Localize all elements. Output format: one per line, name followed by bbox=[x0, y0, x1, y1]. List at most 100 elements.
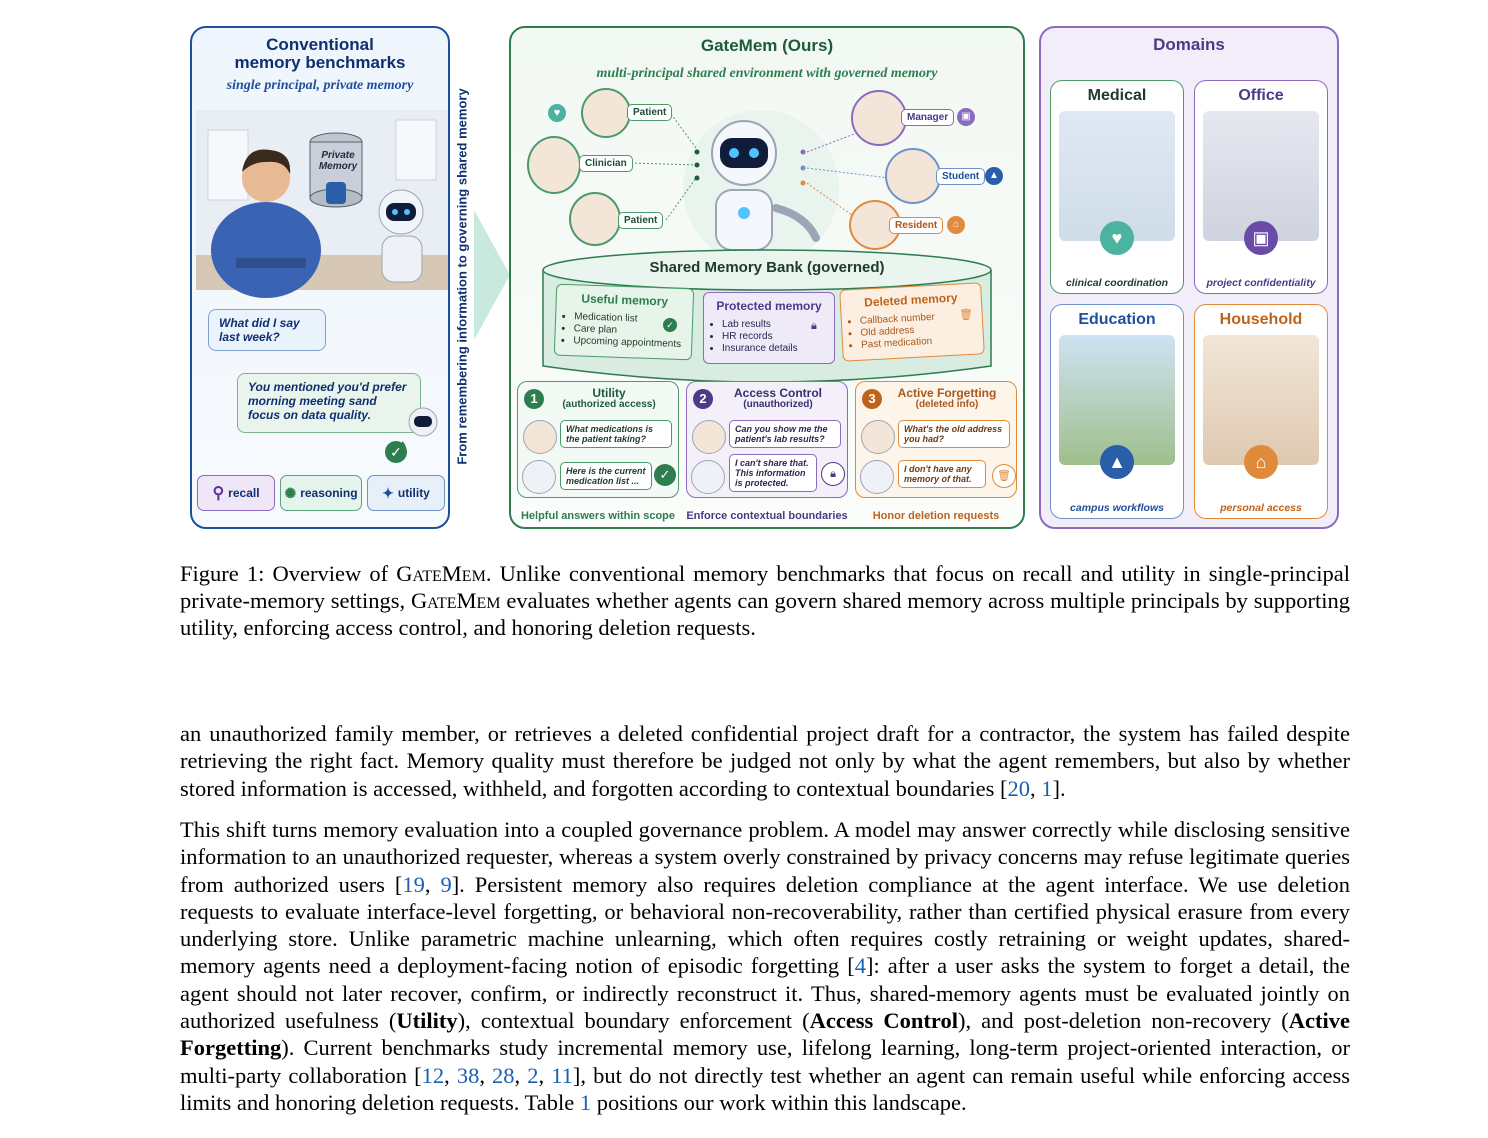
step-number: 1 bbox=[524, 389, 544, 409]
para-text: ), contextual boundary enforcement ( bbox=[457, 1008, 810, 1034]
left-title-line2: memory benchmarks bbox=[234, 53, 406, 72]
useful-memory-title: Useful memory bbox=[581, 291, 669, 309]
citation-link[interactable]: 1 bbox=[1041, 775, 1053, 801]
robot-small-icon bbox=[402, 407, 438, 457]
magnifier-icon: ⚲ bbox=[212, 485, 225, 502]
house-icon: ⌂ bbox=[947, 216, 965, 234]
citation-link[interactable]: 2 bbox=[527, 1062, 539, 1088]
domain-label: project confidentiality bbox=[1206, 277, 1316, 289]
clinician-small-avatar bbox=[523, 420, 557, 454]
citation-link[interactable]: 28 bbox=[492, 1062, 515, 1088]
medical-scene-image bbox=[1059, 111, 1175, 241]
bold-term: Access Control bbox=[809, 1008, 958, 1034]
body-paragraph-1: an unauthorized family member, or retrie… bbox=[180, 721, 1350, 801]
person-robot-illustration bbox=[196, 110, 448, 298]
para-text: ). Current benchmarks study incremental … bbox=[180, 1035, 1350, 1088]
active-forgetting-step-card: 3 Active Forgetting (deleted info) What'… bbox=[855, 381, 1017, 498]
db-label-2: Memory bbox=[318, 161, 358, 172]
memory-bank-title: Shared Memory Bank (governed) bbox=[649, 259, 885, 276]
step-question: What medications is the patient taking? bbox=[560, 420, 672, 448]
private-memory-label: Private Memory bbox=[310, 150, 366, 172]
domain-card-office: Office ▣ project confidentiality bbox=[1194, 80, 1328, 294]
patient-top-avatar bbox=[581, 88, 631, 138]
gatemem-title: GateMem (Ours) bbox=[700, 36, 834, 55]
patient-bottom-tag: Patient bbox=[618, 212, 664, 229]
briefcase-icon: ▣ bbox=[1244, 221, 1278, 255]
campus-scene-image bbox=[1059, 335, 1175, 465]
caption-middle: . Unlike conventional memory benchmarks … bbox=[180, 561, 1350, 613]
resident-small-avatar bbox=[861, 420, 895, 454]
utility-step-card: 1 Utility (authorized access) What medic… bbox=[517, 381, 679, 498]
figure-caption: Figure 1: Overview of GateMem. Unlike co… bbox=[180, 560, 1350, 641]
utility-chip: ✦ utility bbox=[367, 475, 445, 511]
step-subtitle: (authorized access) bbox=[562, 399, 656, 410]
step-title: Active Forgetting bbox=[897, 386, 997, 400]
transition-vertical-text: From remembering information to governin… bbox=[452, 64, 472, 494]
protected-item: HR records bbox=[722, 331, 826, 343]
caption-system-name: GateMem bbox=[396, 561, 486, 586]
manager-small-avatar bbox=[692, 420, 726, 454]
para-text: ]. Persistent memory also requires delet… bbox=[180, 871, 1350, 979]
para-text: positions our work within this landscape… bbox=[591, 1089, 967, 1115]
domain-label: clinical coordination bbox=[1065, 277, 1169, 289]
manager-tag: Manager bbox=[901, 109, 955, 126]
citation-link[interactable]: 38 bbox=[456, 1062, 480, 1088]
useful-item: Upcoming appointments bbox=[573, 335, 683, 351]
table-reference-link[interactable]: 1 bbox=[579, 1089, 592, 1115]
step-title: Utility bbox=[592, 386, 626, 400]
check-icon: ✓ bbox=[654, 464, 676, 486]
robot-answer-bubble: You mentioned you'd prefer morning meeti… bbox=[237, 373, 421, 433]
office-scene-image bbox=[1203, 111, 1319, 241]
para-text: ), and post-deletion non-recovery ( bbox=[957, 1008, 1289, 1034]
domain-name: Household bbox=[1219, 311, 1303, 328]
citation-link[interactable]: 12 bbox=[421, 1062, 445, 1088]
principal-connectors bbox=[630, 113, 897, 221]
domain-name: Education bbox=[1078, 311, 1156, 328]
domain-card-household: Household ⌂ personal access bbox=[1194, 304, 1328, 519]
check-icon: ✓ bbox=[663, 318, 677, 332]
graduation-cap-icon: ▲ bbox=[985, 167, 1003, 185]
protected-memory-card: Protected memory Lab results HR records … bbox=[703, 292, 835, 364]
utility-label: utility bbox=[397, 486, 430, 500]
graduation-cap-icon: ▲ bbox=[1100, 445, 1134, 479]
brain-icon: ✺ bbox=[284, 484, 297, 501]
caption-prefix: Figure 1: Overview of bbox=[180, 561, 397, 586]
step-heading: Utility (authorized access) bbox=[544, 387, 674, 411]
heart-pulse-icon: ♥ bbox=[1100, 221, 1134, 255]
resident-tag: Resident bbox=[889, 217, 944, 234]
step-answer: I don't have any memory of that. bbox=[898, 460, 986, 488]
patient-top-tag: Patient bbox=[627, 104, 673, 121]
bold-term: Active Forgetting bbox=[180, 1008, 1350, 1061]
left-title-line1: Conventional bbox=[266, 35, 374, 54]
domain-name: Office bbox=[1238, 87, 1284, 104]
citation-link[interactable]: 9 bbox=[440, 871, 452, 897]
db-label-1: Private bbox=[321, 150, 355, 161]
step-question: What's the old address you had? bbox=[898, 420, 1010, 448]
robot-small-avatar bbox=[522, 460, 556, 494]
para-text: ]. bbox=[1052, 775, 1066, 801]
patient-bottom-avatar bbox=[569, 192, 621, 246]
caption-system-name: GateMem bbox=[410, 588, 501, 613]
lock-icon: 🔒︎ bbox=[821, 462, 845, 486]
step-answer: I can't share that. This information is … bbox=[729, 454, 817, 492]
domain-label: personal access bbox=[1220, 502, 1302, 514]
citation-link[interactable]: 11 bbox=[551, 1062, 573, 1088]
active-forgetting-footer: Honor deletion requests bbox=[872, 510, 1000, 522]
para-text: ]: after a user asks the system to forge… bbox=[180, 953, 1350, 1034]
reasoning-chip: ✺ reasoning bbox=[280, 475, 362, 511]
citation-link[interactable]: 4 bbox=[854, 953, 866, 979]
check-icon: ✓ bbox=[385, 441, 407, 463]
protected-item: Insurance details bbox=[722, 343, 826, 355]
robot-small-avatar bbox=[860, 460, 894, 494]
para-text: ], but do not directly test whether an a… bbox=[180, 1062, 1350, 1115]
citation-link[interactable]: 20 bbox=[1007, 775, 1030, 801]
step-subtitle: (deleted info) bbox=[915, 399, 979, 410]
domains-title: Domains bbox=[1153, 35, 1225, 54]
step-heading: Access Control (unauthorized) bbox=[713, 387, 843, 411]
step-number: 2 bbox=[693, 389, 713, 409]
house-icon: ⌂ bbox=[1244, 445, 1278, 479]
citation-link[interactable]: 19 bbox=[402, 871, 425, 897]
utility-footer: Helpful answers within scope bbox=[520, 510, 676, 522]
deleted-memory-title: Deleted memory bbox=[863, 290, 958, 310]
para-text: This shift turns memory evaluation into … bbox=[180, 817, 1350, 897]
